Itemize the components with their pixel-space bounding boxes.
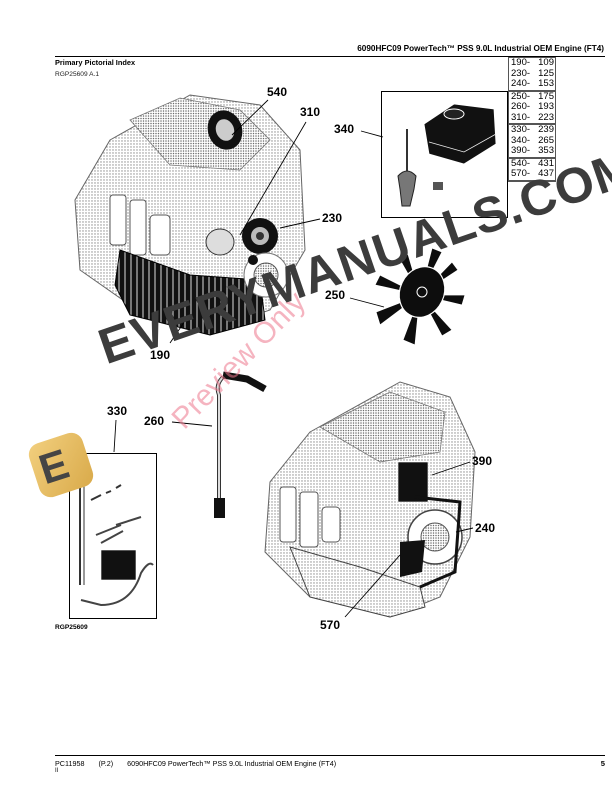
index-item: 190- (511, 57, 531, 68)
index-page-link[interactable]: 353 (538, 145, 554, 156)
index-page-link[interactable]: 437 (538, 168, 554, 179)
index-row[interactable]: 540- 431 (509, 157, 555, 170)
callout-310[interactable]: 310 (300, 105, 321, 119)
page-number: 5 (600, 759, 605, 768)
coolant-recovery-tank-illustration (397, 103, 497, 207)
callout-230[interactable]: 230 (322, 211, 343, 225)
callout-540[interactable]: 540 (267, 85, 288, 99)
index-row[interactable]: 230- 125 (509, 67, 555, 80)
callout-260[interactable]: 260 (144, 414, 165, 428)
index-row[interactable]: 340- 265 (509, 134, 555, 147)
index-row[interactable]: 310- 223 (509, 111, 555, 124)
callout-240[interactable]: 240 (475, 521, 496, 535)
index-item: 310- (511, 111, 531, 123)
index-item: 240- (511, 78, 531, 89)
footer-doc-number: PC11958 (55, 759, 85, 768)
index-row[interactable]: 390- 353 (509, 145, 555, 158)
callout-570[interactable]: 570 (320, 618, 341, 632)
pictorial-index-table: 190- 109 230- 125 240- 153 250- 175 260- 193 … (508, 57, 556, 182)
callout-190[interactable]: 190 (150, 348, 171, 362)
index-item: 540- (511, 157, 531, 169)
index-row[interactable]: 240- 153 (509, 78, 555, 91)
index-item: 260- (511, 101, 531, 112)
index-row[interactable]: 190- 109 (509, 57, 555, 69)
index-page-link[interactable]: 153 (538, 78, 554, 89)
index-group: 190- 109 230- 125 240- 153 (508, 57, 556, 92)
figure-caption: RGP25609 (55, 624, 88, 631)
index-group: 330- 239 340- 265 390- 353 (508, 124, 556, 159)
index-item: 330- (511, 124, 531, 135)
callout-250[interactable]: 250 (325, 288, 346, 302)
footer-info: PC11958 (P.2) 6090HFC09 PowerTech™ PSS 9… (55, 759, 348, 768)
index-page-link[interactable]: 239 (538, 124, 554, 135)
fan-illustration (374, 247, 466, 346)
engine-assembly-upper-illustration (74, 94, 306, 336)
index-page-link[interactable]: 431 (538, 157, 554, 169)
index-page-link[interactable]: 125 (538, 67, 554, 79)
index-item: 570- (511, 168, 531, 179)
header-divider (55, 56, 605, 57)
wiring-harness-illustration (214, 371, 267, 518)
index-page-link[interactable]: 109 (538, 57, 554, 68)
callout-330[interactable]: 330 (107, 404, 128, 418)
figure-reference: RGP25609 A.1 (55, 71, 99, 78)
callout-390[interactable]: 390 (472, 454, 493, 468)
index-item: 230- (511, 67, 531, 79)
index-row[interactable]: 250- 175 (509, 90, 555, 103)
index-item: 390- (511, 145, 531, 156)
engine-assembly-lower-illustration (264, 381, 476, 618)
document-header-title: 6090HFC09 PowerTech™ PSS 9.0L Industrial… (357, 44, 604, 53)
index-page-link[interactable]: 193 (538, 101, 554, 112)
index-item: 340- (511, 134, 531, 146)
footer-title: 6090HFC09 PowerTech™ PSS 9.0L Industrial… (127, 759, 337, 768)
footer-subtext: II (55, 768, 59, 774)
index-page-link[interactable]: 223 (538, 111, 554, 123)
index-page-link[interactable]: 175 (538, 90, 554, 102)
footer-part: (P.2) (98, 759, 114, 768)
index-row[interactable]: 330- 239 (509, 124, 555, 136)
section-title: Primary Pictorial Index (55, 58, 136, 67)
index-group: 250- 175 260- 193 310- 223 (508, 90, 556, 125)
index-row[interactable]: 570- 437 (509, 168, 555, 181)
index-item: 250- (511, 90, 531, 102)
footer-divider (55, 755, 605, 756)
index-group: 540- 431 570- 437 (508, 157, 556, 182)
callout-340[interactable]: 340 (334, 122, 355, 136)
index-row[interactable]: 260- 193 (509, 101, 555, 113)
index-page-link[interactable]: 265 (538, 134, 554, 146)
